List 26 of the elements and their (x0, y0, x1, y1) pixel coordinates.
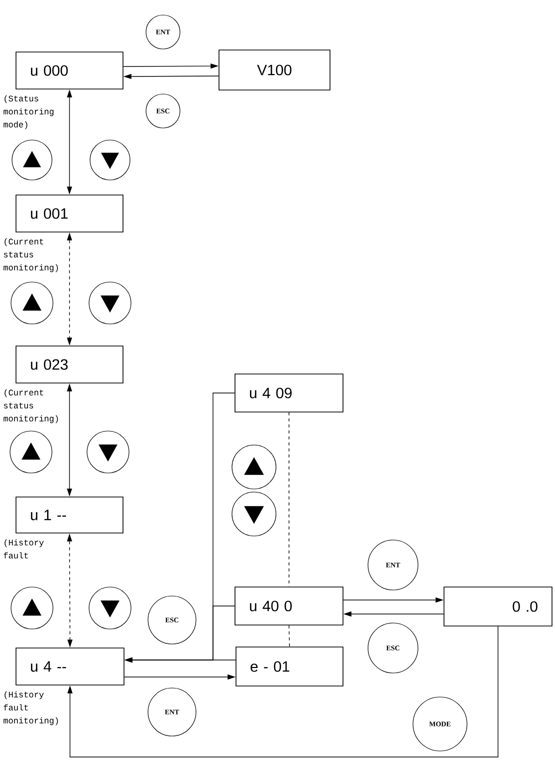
display-box: V100 (218, 50, 330, 90)
arrow (67, 626, 498, 758)
down-key-button (88, 282, 132, 324)
caption-text: (Status monitoring mode) (4, 95, 54, 130)
up-key-button (232, 444, 276, 490)
up-key-button (12, 140, 52, 180)
up-key-button (10, 282, 54, 324)
up-key-button (10, 430, 52, 474)
display-box: u 40 0 (234, 586, 344, 626)
caption-text: (History fault monitoring) (4, 691, 58, 726)
down-key-button (88, 586, 132, 630)
caption-text: (Current status monitoring) (4, 238, 58, 272)
display-box: 0 .0 (444, 586, 552, 626)
down-key-button (86, 430, 130, 474)
display-box: u 1 -- (16, 496, 124, 534)
down-key-button (232, 492, 276, 536)
display-box: u 023 (16, 346, 124, 384)
down-key-button (90, 140, 130, 180)
caption-text: (History fault (4, 539, 44, 558)
display-box: u 4 -- (16, 648, 124, 686)
display-box: u 000 (16, 52, 124, 90)
caption-text: (Current status monitoring) (4, 389, 58, 424)
display-box: e - 01 (236, 646, 344, 686)
display-box: u 001 (16, 194, 124, 232)
display-box: u 4 09 (234, 374, 344, 412)
up-key-button (10, 586, 54, 630)
